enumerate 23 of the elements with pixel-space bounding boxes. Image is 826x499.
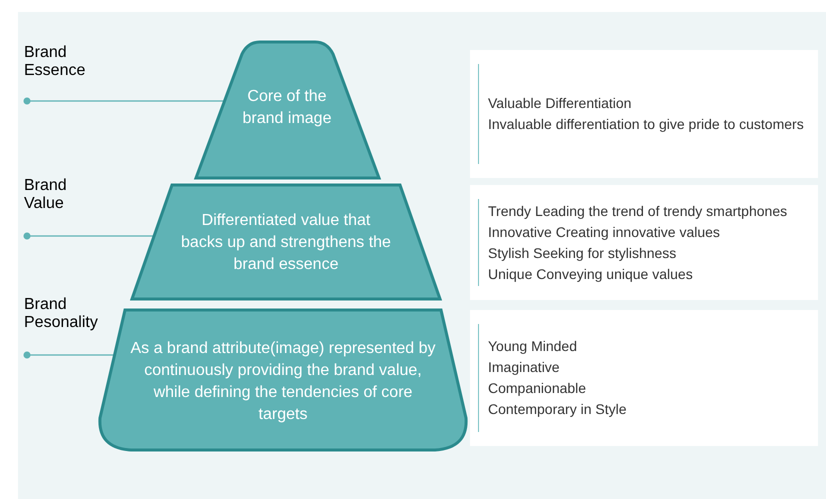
description-text: Trendy Leading the trend of trendy smartphones (488, 202, 788, 221)
leader-line (24, 352, 115, 358)
description-text: Companionable (488, 379, 588, 398)
tier-text: Differentiated value that backs up and strengthens the brand essence (181, 211, 391, 275)
leader-line (24, 98, 225, 104)
section-label: Brand Value (24, 177, 96, 239)
description-text: Stylish Seeking for stylishness (488, 244, 678, 263)
description-text: Contemporary in Style (488, 400, 628, 419)
description-text: Innovative Creating innovative values (488, 222, 721, 242)
tier-text: As a brand attribute(image) represented by continuously providing the brand value, while defining the tendencies of core targets (130, 339, 436, 425)
description-panel (470, 310, 818, 446)
description-text: Invaluable differentiation to give pride to customers (488, 115, 805, 134)
tier-text: Core of the brand image (242, 87, 332, 129)
description-text: Valuable Differentiation (488, 94, 632, 113)
description-text: Unique Conveying unique values (488, 264, 694, 284)
pyramid-tier (97, 308, 469, 453)
section-label: Brand Pesonality (24, 296, 96, 358)
section-label: Brand Essence (24, 44, 96, 104)
description-text: Imaginative (488, 358, 561, 377)
description-panel (470, 50, 818, 178)
description-panel (470, 185, 818, 300)
leader-line (24, 232, 154, 240)
description-text: Young Minded (488, 337, 578, 356)
